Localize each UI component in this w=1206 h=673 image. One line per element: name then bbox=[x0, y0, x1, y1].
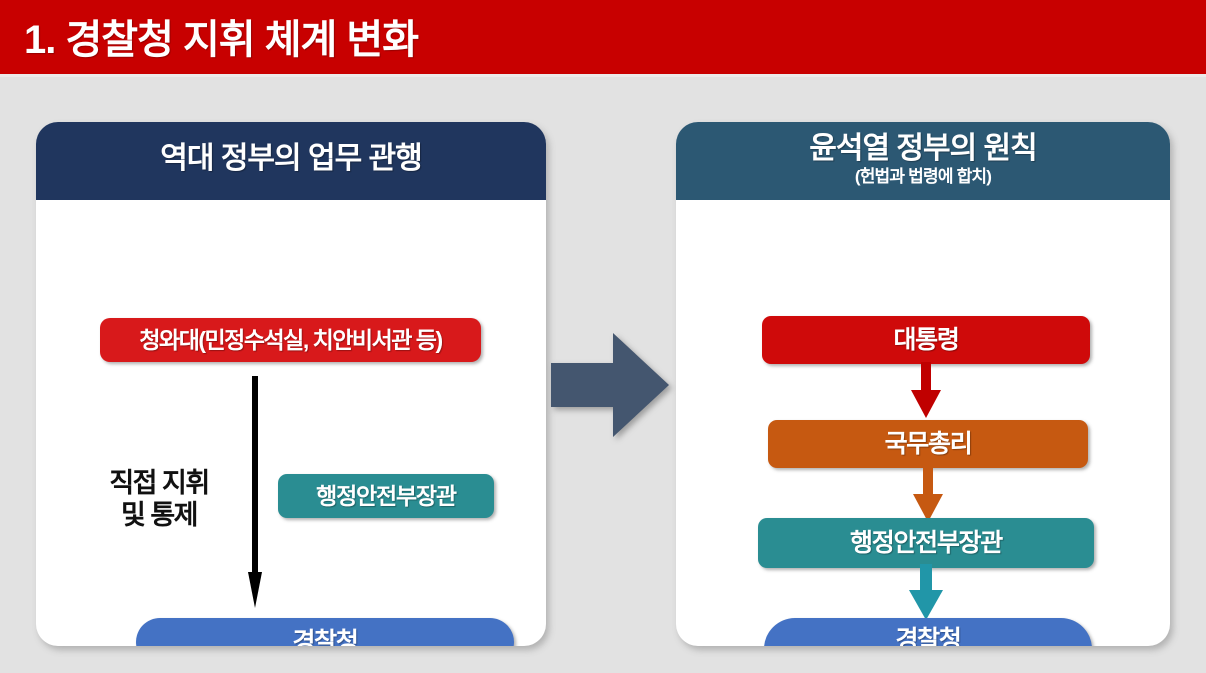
left-panel-header: 역대 정부의 업무 관행 bbox=[36, 122, 546, 200]
node-blue-house-label: 청와대(민정수석실, 치안비서관 등) bbox=[139, 326, 443, 353]
right-panel-body: 대통령 국무총리 행정안전부장관 경찰청 (수사권 확대, 불송치 종결권 부여… bbox=[676, 200, 1170, 646]
right-panel-header-subtitle: (헌법과 법령에 합치) bbox=[854, 167, 992, 187]
node-minister-of-interior-left-label: 행정안전부장관 bbox=[316, 482, 457, 509]
transition-arrow-icon bbox=[551, 333, 669, 437]
node-prime-minister[interactable]: 국무총리 bbox=[768, 420, 1088, 468]
node-police-agency-left-label: 경찰청 bbox=[292, 627, 358, 646]
connector-minister-to-police-icon bbox=[909, 564, 943, 620]
banner-underline bbox=[0, 74, 1206, 77]
left-panel-body: 청와대(민정수석실, 치안비서관 등) 직접 지휘 및 통제 행정안전부장관 경… bbox=[36, 200, 546, 646]
direct-control-arrow-icon bbox=[248, 376, 262, 608]
node-police-agency-right-label: 경찰청 bbox=[895, 625, 961, 646]
connector-prime-minister-to-minister-icon bbox=[913, 466, 943, 522]
node-minister-of-interior-left[interactable]: 행정안전부장관 bbox=[278, 474, 494, 518]
page-title: 1. 경찰청 지휘 체계 변화 bbox=[24, 18, 419, 62]
right-panel-header-title: 윤석열 정부의 원칙 bbox=[809, 132, 1037, 165]
right-panel: 윤석열 정부의 원칙 (헌법과 법령에 합치) 대통령 국무총리 행정안전부장관… bbox=[676, 122, 1170, 646]
node-prime-minister-label: 국무총리 bbox=[884, 429, 973, 458]
node-police-agency-left[interactable]: 경찰청 bbox=[136, 618, 514, 646]
node-president-label: 대통령 bbox=[893, 325, 959, 354]
node-blue-house[interactable]: 청와대(민정수석실, 치안비서관 등) bbox=[100, 318, 481, 362]
connector-president-to-prime-minister-icon bbox=[911, 362, 941, 418]
node-minister-of-interior-right[interactable]: 행정안전부장관 bbox=[758, 518, 1094, 568]
right-panel-header: 윤석열 정부의 원칙 (헌법과 법령에 합치) bbox=[676, 122, 1170, 200]
left-panel-header-title: 역대 정부의 업무 관행 bbox=[160, 142, 422, 175]
title-banner: 1. 경찰청 지휘 체계 변화 bbox=[0, 0, 1206, 74]
direct-control-caption: 직접 지휘 및 통제 bbox=[109, 468, 210, 530]
left-panel: 역대 정부의 업무 관행 청와대(민정수석실, 치안비서관 등) 직접 지휘 및… bbox=[36, 122, 546, 646]
node-minister-of-interior-right-label: 행정안전부장관 bbox=[850, 528, 1003, 557]
node-police-agency-right[interactable]: 경찰청 (수사권 확대, 불송치 종결권 부여 등) bbox=[764, 618, 1092, 646]
node-president[interactable]: 대통령 bbox=[762, 316, 1090, 364]
